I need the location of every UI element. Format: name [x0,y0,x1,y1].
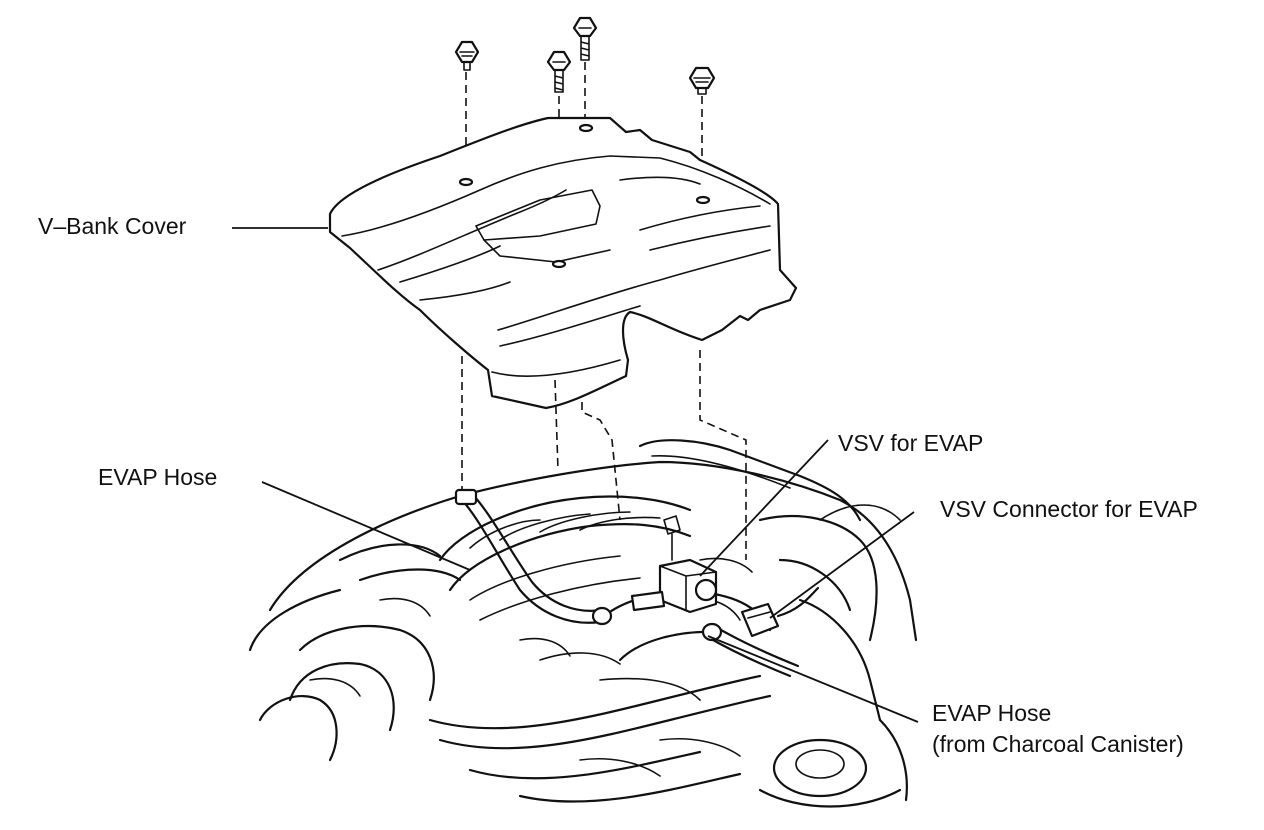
label-vsv-connector-for-evap: VSV Connector for EVAP [940,496,1198,522]
cover-bolt-center-left [546,50,572,93]
v-bank-cover [328,116,798,410]
cover-nut-right [688,66,716,95]
label-evap-hose-canister-line2: (from Charcoal Canister) [932,731,1184,757]
leader-vsv-for-evap [699,439,829,577]
leader-vsv-connector [769,511,915,619]
cover-bolt-center-right [572,16,598,61]
engine-assembly [248,439,918,808]
label-evap-hose-canister-line1: EVAP Hose [932,700,1052,726]
label-vsv-for-evap: VSV for EVAP [838,430,984,456]
leader-evap-hose [261,481,471,571]
cover-nut-left [454,40,480,71]
evap-hose-canister [701,622,800,678]
label-evap-hose: EVAP Hose [98,464,218,490]
label-v-bank-cover: V–Bank Cover [38,213,187,239]
evap-hose-left [454,488,613,626]
leader-evap-hose-canister [707,635,919,723]
vsv-connector [740,586,820,638]
